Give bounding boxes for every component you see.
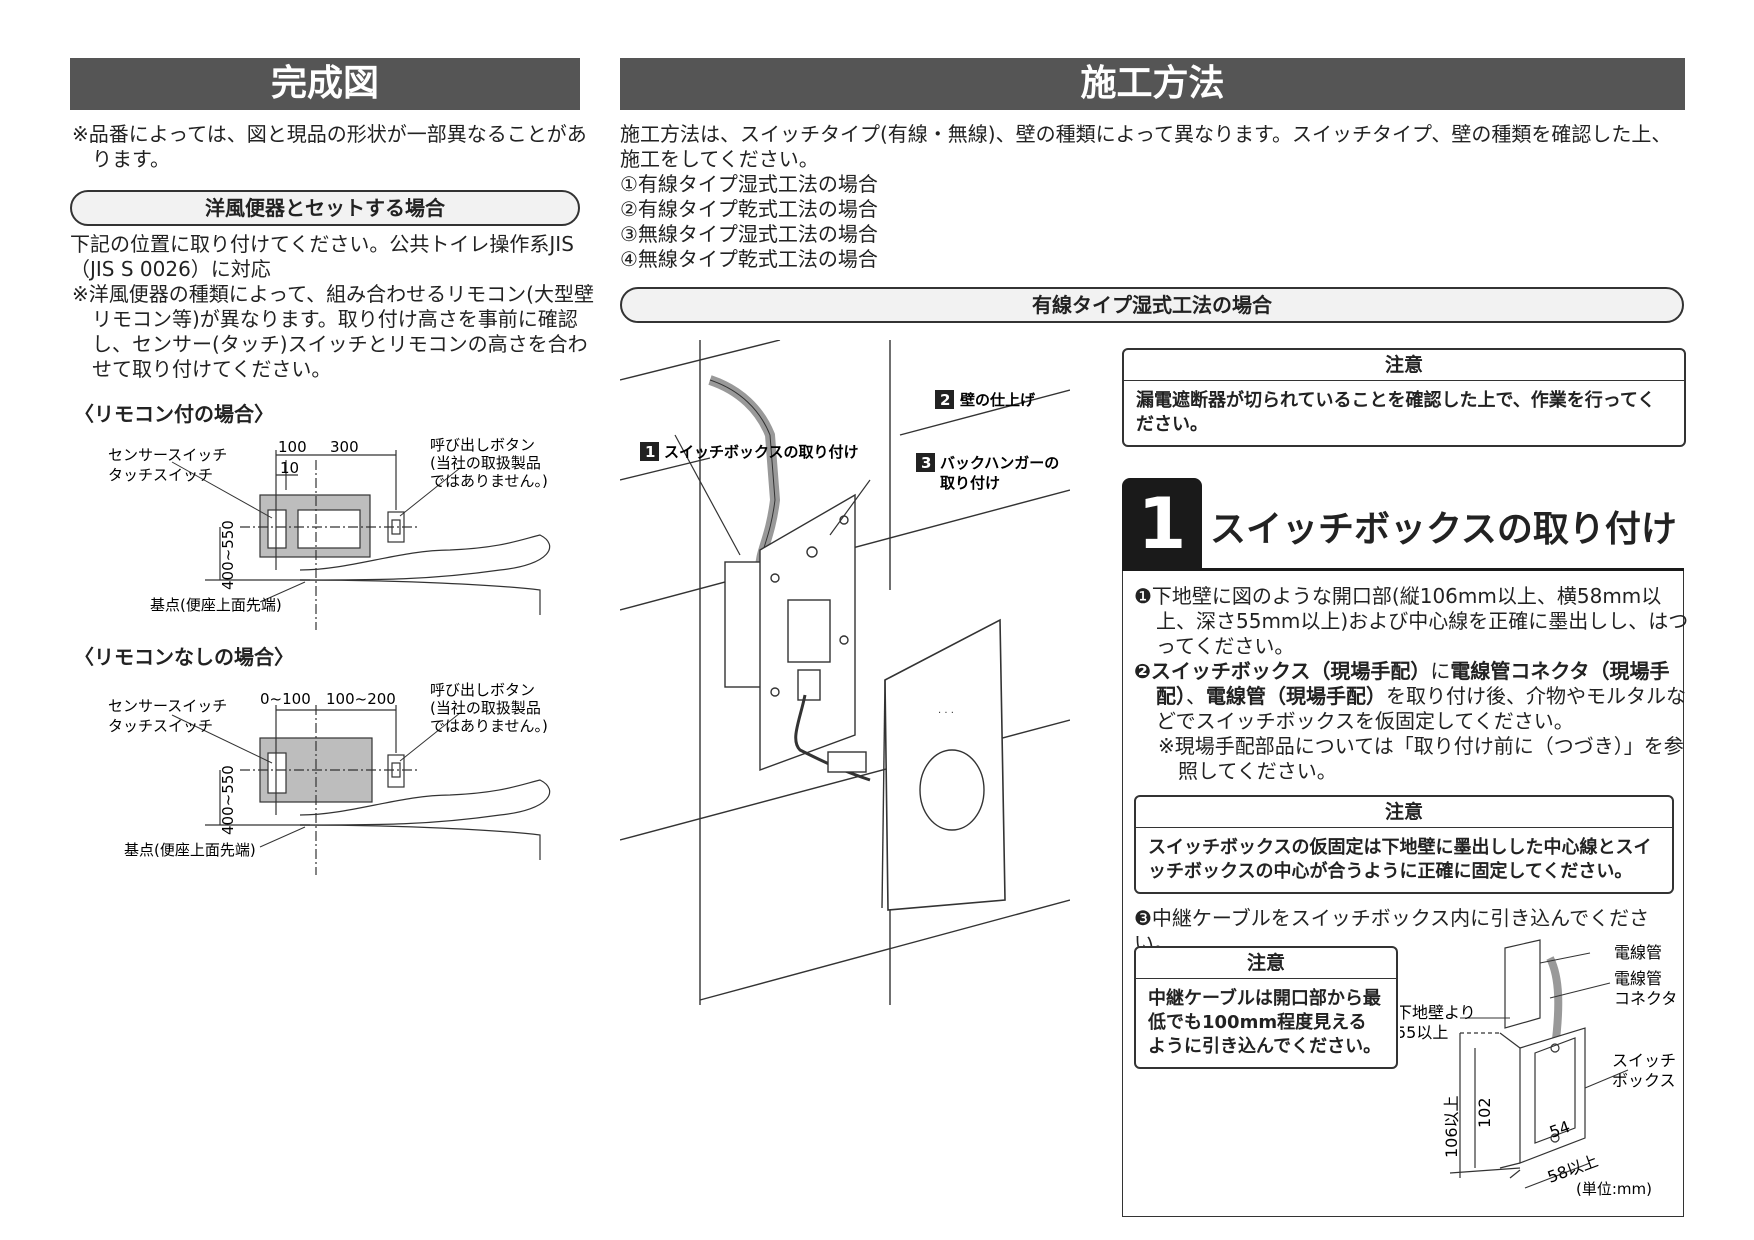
fig1-dim-10: 10 <box>280 459 299 477</box>
fig1-call-label: 呼び出しボタン <box>430 436 535 454</box>
method-intro: 施工方法は、スイッチタイプ(有線・無線)、壁の種類によって異なります。スイッチタ… <box>620 122 1672 171</box>
illus-label-1: スイッチボックスの取り付け <box>664 443 859 461</box>
fig2-dim-1: 0~100 <box>260 690 311 708</box>
wall-depth-label-2: 55以上 <box>1400 1023 1448 1042</box>
fig2-base-label: 基点(便座上面先端) <box>124 841 256 859</box>
product-note: ※品番によっては、図と現品の形状が一部異なることがあります。 <box>72 122 587 171</box>
illus-label-3a: バックハンガーの <box>940 454 1059 472</box>
step-rule <box>1122 568 1684 571</box>
caution-title: 注意 <box>1124 350 1684 381</box>
fig2-call-label: 呼び出しボタン <box>430 681 535 699</box>
caution-title: 注意 <box>1136 797 1672 828</box>
switch-box-diagram: 電線管 電線管 コネクタ 下地壁より 55以上 スイッチ ボックス 106以上 … <box>1400 939 1677 1198</box>
caution-box-centering: 注意 スイッチボックスの仮固定は下地壁に墨出しした中心線とスイッチボックスの中心… <box>1134 795 1674 894</box>
illus-badge-3 <box>916 453 935 472</box>
step-frame <box>1122 571 1684 1217</box>
svg-text:· · ·: · · · <box>938 708 954 719</box>
fig1-touch-label: タッチスイッチ <box>108 466 213 484</box>
method-3: ③無線タイプ湿式工法の場合 <box>620 222 878 246</box>
caution-cable: 注意 中継ケーブルは開口部から最低でも100mm程度見えるように引き込んでくださ… <box>1134 946 1398 1069</box>
step-title: スイッチボックスの取り付け <box>1210 509 1677 550</box>
step-2-c: 電線管コネクタ（現場手配） <box>1156 659 1670 708</box>
fig2-touch-label: タッチスイッチ <box>108 717 213 735</box>
conduit-label: 電線管 <box>1614 943 1662 962</box>
illus-num-2: 2 <box>940 391 950 409</box>
caution-body: 中継ケーブルは開口部から最低でも100mm程度見えるように引き込んでください。 <box>1148 988 1382 1057</box>
step-number: 1 <box>1137 483 1187 565</box>
illus-label-3b: 取り付け <box>940 474 1000 492</box>
box-label-1: スイッチ <box>1612 1051 1676 1070</box>
installation-illustration: · · · 1 スイッチボックスの取り付け 2 壁の仕上げ 3 バックハンガーの… <box>620 340 1070 1005</box>
method-2: ②有線タイプ乾式工法の場合 <box>620 197 878 221</box>
step-2-f: を取り付け後、介物やモルタルなどでスイッチボックスを仮固定してください。 <box>1156 684 1686 733</box>
fig2-sensor-label: センサースイッチ <box>108 697 227 715</box>
step-2-b: に <box>1430 659 1451 683</box>
step-2-d: 、 <box>1186 684 1206 708</box>
fig1-height: 400~550 <box>219 520 237 590</box>
toilet-set-pill: 洋風便器とセットする場合 <box>70 190 580 226</box>
fig2-diagram: センサースイッチ タッチスイッチ 0~100 100~200 呼び出しボタン (… <box>108 681 551 875</box>
fig1-sensor-label: センサースイッチ <box>108 446 227 464</box>
illus-label-2: 壁の仕上げ <box>960 391 1036 409</box>
step-3-text: ❸中継ケーブルをスイッチボックス内に引き込んでください。 <box>1134 906 1650 955</box>
fig1-base-label: 基点(便座上面先端) <box>150 596 282 614</box>
step-2-e: 電線管（現場手配） <box>1206 684 1386 708</box>
wired-wet-pill: 有線タイプ湿式工法の場合 <box>620 287 1684 323</box>
fig2-title: 〈リモコンなしの場合〉 <box>74 645 294 669</box>
unit-label: (単位:mm) <box>1576 1180 1652 1198</box>
caution-body: 漏電遮断器が切られていることを確認した上で、作業を行ってください。 <box>1136 390 1656 435</box>
method-4: ④無線タイプ乾式工法の場合 <box>620 247 878 271</box>
step-number-badge: 1 <box>1122 478 1202 570</box>
connector-label-2: コネクタ <box>1614 989 1677 1008</box>
mount-instruction: 下記の位置に取り付けてください。公共トイレ操作系JIS（JIS S 0026）に… <box>70 232 574 281</box>
fig1-call-note1: (当社の取扱製品 <box>430 454 541 472</box>
caution-title: 注意 <box>1136 948 1396 979</box>
fig1-dim-100: 100 <box>278 438 307 456</box>
connector-label-1: 電線管 <box>1614 969 1662 988</box>
illus-badge-1 <box>640 442 659 461</box>
method-1: ①有線タイプ湿式工法の場合 <box>620 172 878 196</box>
method-header: 施工方法 <box>620 58 1685 110</box>
fig1-call-note2: ではありません。) <box>430 472 548 490</box>
caution-breaker: 注意 漏電遮断器が切られていることを確認した上で、作業を行ってください。 <box>1122 348 1686 447</box>
fig2-dim-2: 100~200 <box>326 690 396 708</box>
fig1-diagram: センサースイッチ タッチスイッチ 100 300 10 呼び出しボタン (当社の… <box>108 436 551 630</box>
completion-header: 完成図 <box>70 58 580 110</box>
step-2-note: ※現場手配部品については「取り付け前に（つづき）」を参照してください。 <box>1158 734 1684 783</box>
dim-102: 102 <box>1475 1097 1494 1128</box>
fig1-dim-300: 300 <box>330 438 359 456</box>
illus-badge-2 <box>935 390 954 409</box>
caution-body: スイッチボックスの仮固定は下地壁に墨出しした中心線とスイッチボックスの中心が合う… <box>1148 837 1652 882</box>
illus-num-3: 3 <box>921 454 931 472</box>
step-1-text: ❶下地壁に図のような開口部(縦106mm以上、横58mm以上、深さ55mm以上)… <box>1134 584 1689 658</box>
step-2-a: ❷スイッチボックス（現場手配） <box>1134 659 1431 683</box>
fig2-height: 400~550 <box>219 765 237 835</box>
wall-depth-label-1: 下地壁より <box>1400 1003 1476 1022</box>
step-2-text: ❷スイッチボックス（現場手配）に電線管コネクタ（現場手配）、電線管（現場手配）を… <box>1134 659 1696 734</box>
height-note: ※洋風便器の種類によって、組み合わせるリモコン(大型壁リモコン等)が異なります。… <box>72 282 594 381</box>
fig2-call-note1: (当社の取扱製品 <box>430 699 541 717</box>
box-label-2: ボックス <box>1612 1071 1676 1090</box>
fig2-call-note2: ではありません。) <box>430 717 548 735</box>
illus-num-1: 1 <box>645 443 655 461</box>
fig1-title: 〈リモコン付の場合〉 <box>74 402 274 426</box>
dim-106: 106以上 <box>1442 1095 1461 1158</box>
